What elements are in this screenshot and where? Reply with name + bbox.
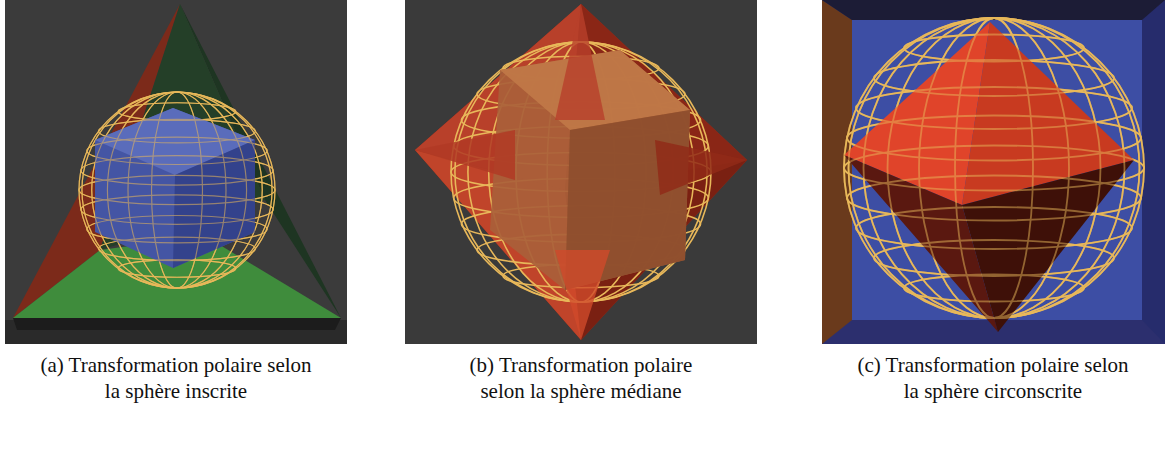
figure-caption: (c) Transformation polaire selon la sphè… [857, 352, 1129, 404]
cube-octahedron-compound-render [405, 0, 757, 344]
figure-caption: (a) Transformation polaire selon la sphè… [40, 352, 312, 404]
figure-caption: (b) Transformation polaire selon la sphè… [445, 352, 717, 404]
tetrahedron-cube-render [5, 0, 347, 344]
cube-octahedron-render [822, 0, 1165, 344]
